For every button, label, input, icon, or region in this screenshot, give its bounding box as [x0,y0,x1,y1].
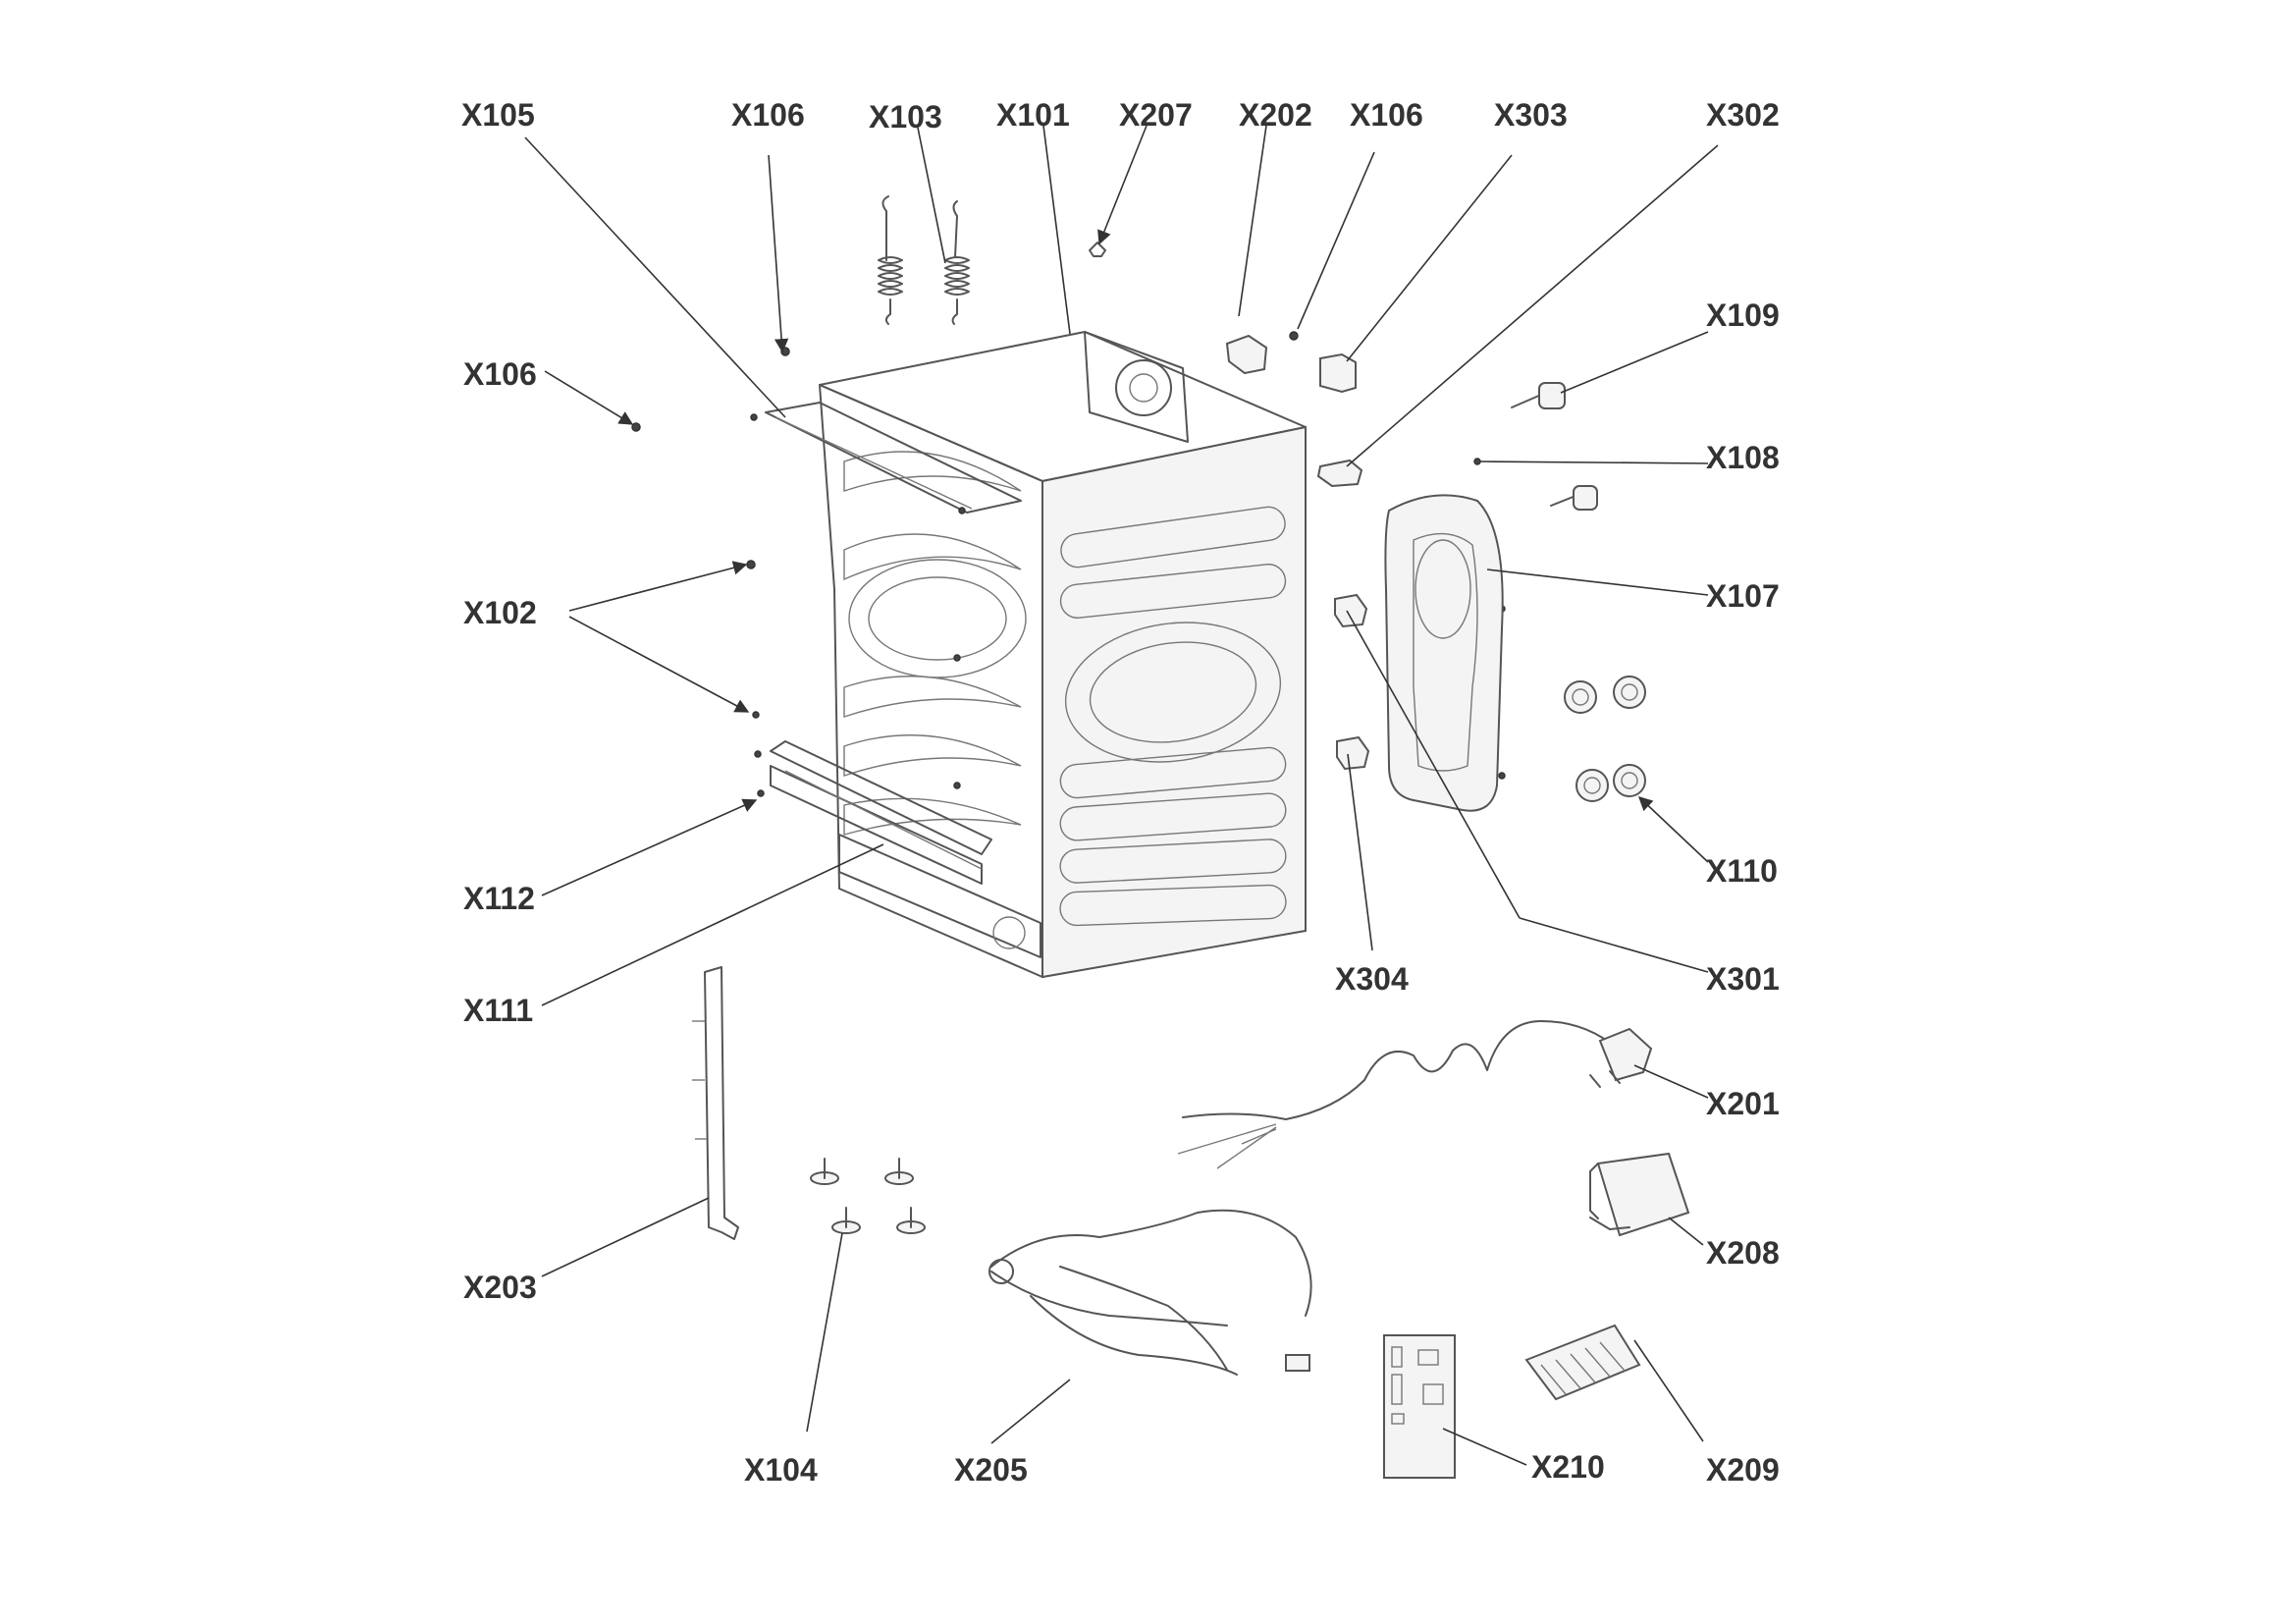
leader-x210 [1442,1428,1527,1466]
leader-x102a [568,561,748,612]
leader-x110 [1637,796,1709,863]
top-rail-part [765,402,1022,514]
callout-x109: X109 [1706,298,1780,333]
callout-x106-left: X106 [463,356,537,392]
leader-x201 [1633,1064,1709,1099]
leader-x109 [1560,331,1709,394]
callout-x203: X203 [463,1270,537,1305]
leader-x102b [568,616,750,713]
leader-x202 [1238,125,1267,317]
leader-x301-curve [1346,610,1521,919]
callout-x110: X110 [1706,853,1778,889]
pcb-part [1383,1334,1456,1479]
callout-x302: X302 [1706,97,1780,133]
leader-x304 [1347,753,1373,951]
callout-x207: X207 [1119,97,1193,133]
callout-x201: X201 [1706,1086,1780,1121]
leader-x106-top-right [1297,151,1375,330]
vertical-bracket-part [692,966,739,1240]
callout-x303: X303 [1494,97,1568,133]
bottom-rail-part [770,740,992,885]
leader-x302 [1346,144,1719,467]
leader-x208 [1668,1217,1704,1246]
leader-x111 [541,843,884,1006]
leader-x107 [1486,568,1709,596]
leader-lines [524,125,1719,1466]
clip-parts [1564,676,1646,802]
control-board-part [1524,1324,1641,1401]
wiring-harness-part [988,1209,1312,1376]
callout-x108: X108 [1706,440,1780,475]
callout-x101: X101 [996,97,1070,133]
callout-x105-top: X105 [461,97,535,133]
leader-x207 [1097,125,1148,245]
leader-x104 [806,1232,843,1433]
callout-x104: X104 [744,1452,818,1488]
callout-x209: X209 [1706,1452,1780,1488]
leader-x105 [524,136,786,418]
callout-x208: X208 [1706,1235,1780,1271]
leader-x205 [990,1379,1071,1444]
callout-x102: X102 [463,595,537,630]
spring-part [878,195,970,325]
callout-labels: X105 X106 X103 X101 X207 X202 X106 X303 … [461,97,1780,1488]
leveling-feet-parts [810,1158,926,1234]
leader-x203 [541,1197,710,1277]
leader-x106-left [544,370,634,425]
leader-x101 [1042,125,1071,335]
leader-x103 [917,127,946,264]
callout-x301: X301 [1706,961,1780,997]
leader-x209 [1633,1339,1704,1442]
module-part [1589,1152,1690,1237]
leader-x106-top-left [768,154,789,353]
adjustable-foot-parts [1511,382,1598,511]
callout-x210: X210 [1531,1449,1605,1485]
callout-x106-top-left: X106 [731,97,805,133]
bracket-parts [1225,334,1370,771]
leader-x108 [1479,460,1709,464]
cabinet-part [819,331,1307,979]
callout-x205: X205 [954,1452,1028,1488]
leader-x303 [1346,154,1513,362]
front-frame-part [1384,494,1504,812]
power-cord-part [1177,1020,1653,1169]
callout-x107: X107 [1706,578,1780,614]
leader-x112 [541,798,758,896]
leader-x301 [1519,917,1709,973]
callout-x304: X304 [1335,961,1409,997]
callout-x103: X103 [869,99,942,135]
callout-x106-top-right: X106 [1350,97,1423,133]
callout-x112: X112 [463,881,535,916]
callout-x111: X111 [463,993,533,1028]
callout-x202: X202 [1239,97,1312,133]
